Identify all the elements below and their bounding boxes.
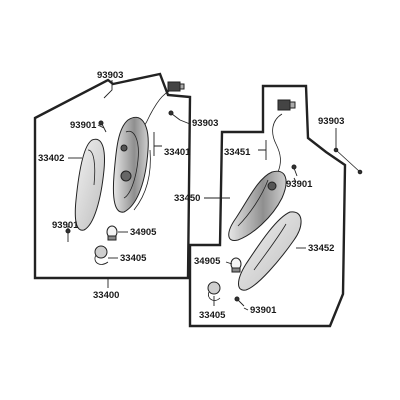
right-housing-boss bbox=[267, 181, 277, 191]
label-left-screw-right: 93903 bbox=[192, 118, 218, 129]
label-right-bulb: 34905 bbox=[194, 256, 221, 267]
label-left-screw-upper: 93901 bbox=[70, 120, 97, 131]
left-screw-right bbox=[171, 113, 181, 121]
label-left-socket: 33405 bbox=[120, 253, 147, 264]
right-clip-end-a bbox=[333, 147, 339, 153]
left-housing-rim bbox=[133, 149, 151, 211]
label-right-socket: 33405 bbox=[199, 310, 226, 321]
label-right-screw-lower: 93901 bbox=[250, 305, 277, 316]
left-bulb-base bbox=[107, 235, 117, 241]
label-right-housing: 33451 bbox=[224, 147, 251, 158]
leader-left-screw-right bbox=[179, 119, 191, 125]
right-lens-highlight bbox=[253, 223, 287, 271]
left-screw-right-head bbox=[168, 110, 174, 116]
left-housing-boss-2 bbox=[120, 144, 128, 152]
right-clip-end-b bbox=[357, 169, 363, 175]
left-screw-upper-head bbox=[98, 120, 104, 126]
right-clip bbox=[335, 149, 361, 173]
left-connector-cap bbox=[179, 83, 185, 90]
right-socket-wire bbox=[207, 291, 221, 301]
left-housing-boss bbox=[120, 170, 132, 182]
label-left-screw-top-outer: 93903 bbox=[97, 70, 123, 81]
label-left-housing: 33401 bbox=[164, 147, 191, 158]
label-right-clip: 93903 bbox=[318, 116, 344, 127]
right-screw-lower bbox=[237, 299, 245, 307]
right-wire-harness bbox=[272, 113, 283, 173]
left-socket-wire bbox=[94, 254, 109, 265]
left-socket bbox=[94, 245, 108, 259]
right-assembly-frame bbox=[188, 84, 347, 328]
label-left-lens: 33402 bbox=[38, 153, 64, 164]
leader-left-screw-top-outer bbox=[103, 80, 113, 99]
right-socket bbox=[207, 281, 221, 295]
left-connector bbox=[167, 81, 181, 92]
left-lens-highlight bbox=[87, 149, 96, 186]
right-connector bbox=[277, 99, 291, 111]
label-right-assembly: 33450 bbox=[174, 193, 200, 204]
right-connector-cap bbox=[289, 101, 296, 109]
right-housing-inner bbox=[237, 179, 269, 227]
right-bulb-base bbox=[231, 267, 241, 273]
leader-right-housing bbox=[258, 140, 267, 160]
label-left-assembly: 33400 bbox=[93, 290, 119, 301]
right-screw-upper-head bbox=[291, 164, 297, 170]
left-lens bbox=[74, 138, 105, 231]
right-screw-lower-head bbox=[234, 296, 240, 302]
right-lens bbox=[238, 211, 302, 291]
label-left-screw-lower: 93901 bbox=[52, 220, 79, 231]
left-housing bbox=[112, 116, 149, 213]
leader-left-housing bbox=[153, 132, 162, 156]
label-right-screw-upper: 93901 bbox=[286, 179, 313, 190]
leader-right-screw-upper bbox=[293, 177, 297, 183]
leader-right-screw-lower bbox=[243, 307, 249, 311]
left-housing-inner bbox=[123, 130, 139, 199]
leader-left-screw-upper bbox=[97, 124, 105, 129]
label-left-bulb: 34905 bbox=[130, 227, 157, 238]
left-assembly-frame bbox=[33, 72, 192, 280]
label-right-lens: 33452 bbox=[308, 243, 334, 254]
leader-right-bulb bbox=[225, 261, 233, 265]
